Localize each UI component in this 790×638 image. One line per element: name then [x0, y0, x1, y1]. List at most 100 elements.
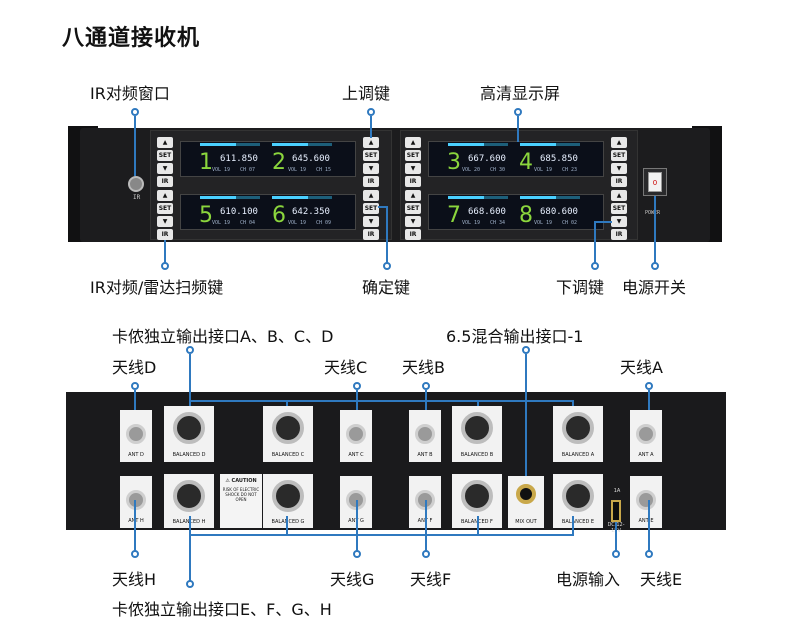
- xlr-bal-a-icon: [562, 412, 594, 444]
- set-button-8[interactable]: SET: [611, 203, 627, 214]
- leader-down-key-h: [594, 221, 612, 223]
- callout-dot-ant-h: [131, 550, 139, 558]
- callout-dot-power-in: [612, 550, 620, 558]
- bnc-ant-h-icon: [126, 490, 146, 510]
- plate-label-mix-out: MIX OUT: [515, 519, 537, 525]
- up-button-6[interactable]: ▲: [363, 190, 379, 201]
- channel-freq-7: 668.600: [468, 207, 506, 217]
- callout-ant-a: 天线A: [620, 358, 663, 377]
- rf-meter-3: [448, 143, 508, 146]
- set-button-7[interactable]: SET: [405, 203, 421, 214]
- page-title: 八通道接收机: [62, 26, 201, 51]
- channel-freq-2: 645.600: [292, 154, 330, 164]
- leader-xlr-f: [477, 516, 479, 536]
- xlr-bal-f-icon: [461, 480, 493, 512]
- leader-power-in: [615, 522, 617, 551]
- channel-vol-6: VOL 19: [288, 220, 307, 226]
- ir-button-6[interactable]: IR: [363, 229, 379, 240]
- set-button-1[interactable]: SET: [157, 150, 173, 161]
- callout-ant-g: 天线G: [330, 570, 375, 589]
- xlr-bal-d-icon: [173, 412, 205, 444]
- caution-label: ⚠ CAUTION RISK OF ELECTRIC SHOCK DO NOT …: [220, 474, 262, 528]
- up-button-2[interactable]: ▲: [363, 137, 379, 148]
- down-button-6[interactable]: ▼: [363, 216, 379, 227]
- rf-meter-2: [272, 143, 332, 146]
- channel-number-6: 6: [272, 203, 286, 228]
- rf-meter-1: [200, 143, 260, 146]
- down-button-4[interactable]: ▼: [611, 163, 627, 174]
- set-button-4[interactable]: SET: [611, 150, 627, 161]
- ir-button-2[interactable]: IR: [363, 176, 379, 187]
- channel-number-1: 1: [199, 150, 213, 175]
- channel-ch-8: CH 02: [562, 220, 578, 226]
- ir-button-3[interactable]: IR: [405, 176, 421, 187]
- up-button-5[interactable]: ▲: [157, 190, 173, 201]
- power-switch[interactable]: 0: [648, 172, 662, 192]
- set-button-6[interactable]: SET: [363, 203, 379, 214]
- channel-number-8: 8: [519, 203, 533, 228]
- callout-ant-b: 天线B: [402, 358, 445, 377]
- xlr-bal-e-icon: [562, 480, 594, 512]
- ir-button-7[interactable]: IR: [405, 229, 421, 240]
- down-button-1[interactable]: ▼: [157, 163, 173, 174]
- plate-ant-b: ANT B: [409, 410, 441, 462]
- channel-ch-2: CH 15: [316, 167, 332, 173]
- callout-dot-ant-f: [422, 550, 430, 558]
- plate-label-ant-c: ANT C: [348, 452, 364, 458]
- callout-set-key: 确定键: [362, 278, 411, 297]
- ir-button-5[interactable]: IR: [157, 229, 173, 240]
- callout-hd-screen: 高清显示屏: [480, 84, 561, 103]
- plate-label-bal-d: BALANCED D: [172, 452, 206, 458]
- plate-label-bal-a: BALANCED A: [561, 452, 595, 458]
- bnc-ant-a-icon: [636, 424, 656, 444]
- channel-number-2: 2: [272, 150, 286, 175]
- callout-dot-ant-e: [645, 550, 653, 558]
- ir-button-4[interactable]: IR: [611, 176, 627, 187]
- callout-ir-window: IR对频窗口: [90, 84, 170, 103]
- mix-out-jack-icon: [516, 484, 536, 504]
- channel-vol-2: VOL 19: [288, 167, 307, 173]
- plate-bal-f: BALANCED F: [452, 474, 502, 528]
- channel-number-3: 3: [447, 150, 461, 175]
- bnc-ant-d-icon: [126, 424, 146, 444]
- down-button-2[interactable]: ▼: [363, 163, 379, 174]
- leader-ant-b: [425, 390, 427, 424]
- rf-meter-5: [200, 196, 260, 199]
- down-button-3[interactable]: ▼: [405, 163, 421, 174]
- plate-ant-a: ANT A: [630, 410, 662, 462]
- xlr-bal-g-icon: [272, 480, 304, 512]
- set-button-3[interactable]: SET: [405, 150, 421, 161]
- callout-power-in: 电源输入: [556, 570, 621, 589]
- channel-freq-6: 642.350: [292, 207, 330, 217]
- callout-ant-e: 天线E: [640, 570, 683, 589]
- leader-ant-c: [356, 390, 358, 424]
- plate-bal-g: BALANCED G: [263, 474, 313, 528]
- ir-button-1[interactable]: IR: [157, 176, 173, 187]
- plate-bal-b: BALANCED B: [452, 406, 502, 462]
- channel-ch-3: CH 30: [490, 167, 506, 173]
- ir-window-label: IR: [133, 194, 141, 201]
- up-button-4[interactable]: ▲: [611, 137, 627, 148]
- leader-ir-scan-key: [164, 240, 166, 263]
- down-button-5[interactable]: ▼: [157, 216, 173, 227]
- lcd-screen-7-8: [428, 194, 604, 230]
- leader-xlr-abcd-h: [189, 400, 573, 402]
- callout-dot-xlr-efgh: [186, 580, 194, 588]
- up-button-7[interactable]: ▲: [405, 190, 421, 201]
- up-button-8[interactable]: ▲: [611, 190, 627, 201]
- up-button-3[interactable]: ▲: [405, 137, 421, 148]
- plate-mix-out: MIX OUT: [508, 476, 544, 528]
- leader-xlr-abcd-drop: [189, 354, 191, 402]
- ir-button-8[interactable]: IR: [611, 229, 627, 240]
- callout-dot-ant-c: [353, 382, 361, 390]
- lcd-screen-1-2: [180, 141, 356, 177]
- leader-up-key: [370, 116, 372, 138]
- up-button-1[interactable]: ▲: [157, 137, 173, 148]
- down-button-8[interactable]: ▼: [611, 216, 627, 227]
- down-button-7[interactable]: ▼: [405, 216, 421, 227]
- plate-label-bal-b: BALANCED B: [460, 452, 494, 458]
- leader-ir-window: [134, 116, 136, 176]
- set-button-5[interactable]: SET: [157, 203, 173, 214]
- callout-dot-ir-window: [131, 108, 139, 116]
- set-button-2[interactable]: SET: [363, 150, 379, 161]
